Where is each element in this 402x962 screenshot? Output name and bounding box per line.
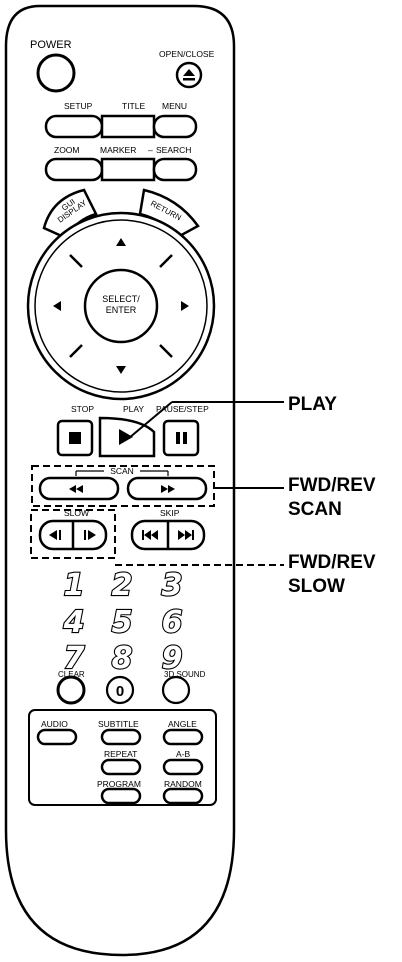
slow-forward-icon [84, 530, 96, 540]
play-icon [119, 429, 133, 445]
select-label-2: ENTER [106, 305, 137, 315]
number-3-button[interactable]: 3 [160, 567, 183, 604]
select-label-1: SELECT/ [102, 294, 140, 304]
setup-label: SETUP [64, 101, 93, 111]
pause-step-label: PAUSE/STEP [156, 404, 209, 414]
subtitle-button[interactable] [100, 728, 142, 746]
open-close-label: OPEN/CLOSE [159, 49, 215, 59]
pause-step-button[interactable] [162, 419, 200, 457]
number-8-button[interactable]: 8 [110, 640, 133, 677]
number-9-button[interactable]: 9 [160, 640, 183, 677]
repeat-button[interactable] [100, 758, 142, 776]
skip-next-icon [178, 530, 194, 540]
play-label: PLAY [123, 404, 144, 414]
random-button[interactable] [162, 787, 204, 805]
menu-button[interactable] [152, 114, 198, 139]
rewind-icon [69, 485, 83, 493]
number-1-button[interactable]: 1 [62, 567, 85, 604]
3d-sound-label: 3D SOUND [164, 670, 206, 679]
zoom-button[interactable] [44, 157, 104, 182]
slow-reverse-icon [49, 530, 61, 540]
title-button[interactable] [100, 114, 156, 139]
arrow-left-icon [53, 301, 61, 311]
number-4-button[interactable]: 4 [61, 604, 85, 641]
number-0-label: 0 [116, 683, 124, 700]
search-button[interactable] [152, 157, 198, 182]
skip-label: SKIP [160, 508, 180, 518]
title-label: TITLE [122, 101, 145, 111]
angle-button[interactable] [162, 728, 204, 746]
play-callout: PLAY [288, 394, 337, 415]
zoom-label: ZOOM [54, 145, 80, 155]
clear-button[interactable] [56, 675, 86, 705]
slow-label: SLOW [64, 508, 89, 518]
3d-sound-button[interactable] [161, 675, 191, 705]
search-label: SEARCH [156, 145, 191, 155]
scan-label: SCAN [110, 466, 134, 476]
marker-search-dash: – [148, 145, 153, 155]
fast-forward-icon [161, 485, 175, 493]
marker-label: MARKER [100, 145, 136, 155]
stop-label: STOP [71, 404, 94, 414]
scan-bracket [75, 470, 169, 476]
audio-button[interactable] [36, 728, 78, 746]
stop-icon [69, 432, 81, 444]
power-button[interactable] [36, 53, 76, 93]
arrow-up-icon [116, 238, 126, 246]
select-enter-button[interactable] [83, 268, 159, 344]
slow-callout-2: SLOW [288, 576, 345, 597]
skip-previous-icon [142, 530, 158, 540]
power-label: POWER [30, 39, 72, 51]
angle-label: ANGLE [168, 719, 197, 729]
program-button[interactable] [100, 787, 142, 805]
eject-icon [183, 69, 195, 81]
number-7-button[interactable]: 7 [62, 640, 85, 677]
clear-label: CLEAR [58, 670, 85, 679]
pause-icon [176, 432, 187, 444]
marker-button[interactable] [100, 157, 156, 182]
number-6-button[interactable]: 6 [160, 604, 183, 641]
number-2-button[interactable]: 2 [110, 567, 133, 604]
program-label: PROGRAM [97, 779, 141, 789]
random-label: RANDOM [164, 779, 202, 789]
number-0-button[interactable] [105, 675, 135, 705]
audio-label: AUDIO [41, 719, 68, 729]
setup-button[interactable] [44, 114, 104, 139]
repeat-label: REPEAT [104, 749, 137, 759]
subtitle-label: SUBTITLE [98, 719, 139, 729]
arrow-down-icon [116, 366, 126, 374]
menu-label: MENU [162, 101, 187, 111]
play-leader-line [128, 401, 173, 439]
scan-highlight-box [31, 465, 215, 507]
scan-callout-2: SCAN [288, 499, 342, 520]
arrow-right-icon [181, 301, 189, 311]
ab-button[interactable] [162, 758, 204, 776]
number-5-button[interactable]: 5 [110, 604, 133, 641]
slow-callout-1: FWD/REV [288, 552, 376, 573]
ab-label: A-B [176, 749, 191, 759]
scan-callout-1: FWD/REV [288, 475, 376, 496]
